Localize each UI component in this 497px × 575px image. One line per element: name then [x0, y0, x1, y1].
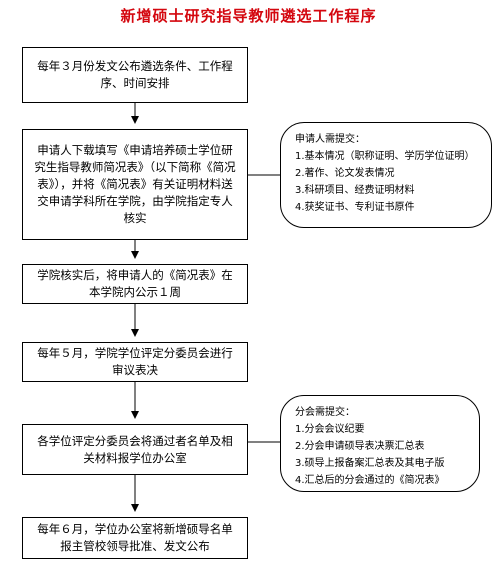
note-item: 2.著作、论文发表情况 — [295, 168, 395, 179]
note-item: 3.科研项目、经费证明材料 — [295, 185, 415, 196]
note-item: 1.分会会议纪要 — [295, 424, 365, 435]
note-item: 1.基本情况（职称证明、学历学位证明） — [295, 151, 475, 162]
flow-step-6: 每年６月，学位办公室将新增硕导名单报主管校领导批准、发文公布 — [22, 517, 248, 559]
note-item: 4.汇总后的分会通过的《简况表》 — [295, 475, 445, 486]
flow-step-2: 申请人下载填写《申请培养硕士学位研究生指导教师简况表》（以下简称《简况表》），并… — [22, 129, 248, 240]
note-item: 4.获奖证书、专利证书原件 — [295, 202, 415, 213]
note-applicant-materials: 申请人需提交： 1.基本情况（职称证明、学历学位证明） 2.著作、论文发表情况 … — [280, 122, 492, 228]
flow-step-1: 每年３月份发文公布遴选条件、工作程序、时间安排 — [22, 47, 248, 103]
flow-step-3: 学院核实后，将申请人的《简况表》在本学院内公示１周 — [22, 264, 248, 304]
note-subcommittee-materials: 分会需提交： 1.分会会议纪要 2.分会申请硕导表决票汇总表 3.硕导上报备案汇… — [280, 395, 480, 492]
note-heading: 分会需提交： — [295, 407, 355, 418]
flow-step-5: 各学位评定分委员会将通过者名单及相关材料报学位办公室 — [22, 424, 248, 475]
page-title: 新增硕士研究指导教师遴选工作程序 — [120, 7, 377, 25]
flow-step-4: 每年５月，学院学位评定分委员会进行审议表决 — [22, 342, 248, 382]
note-heading: 申请人需提交： — [295, 134, 365, 145]
note-item: 2.分会申请硕导表决票汇总表 — [295, 441, 425, 452]
note-item: 3.硕导上报备案汇总表及其电子版 — [295, 458, 445, 469]
